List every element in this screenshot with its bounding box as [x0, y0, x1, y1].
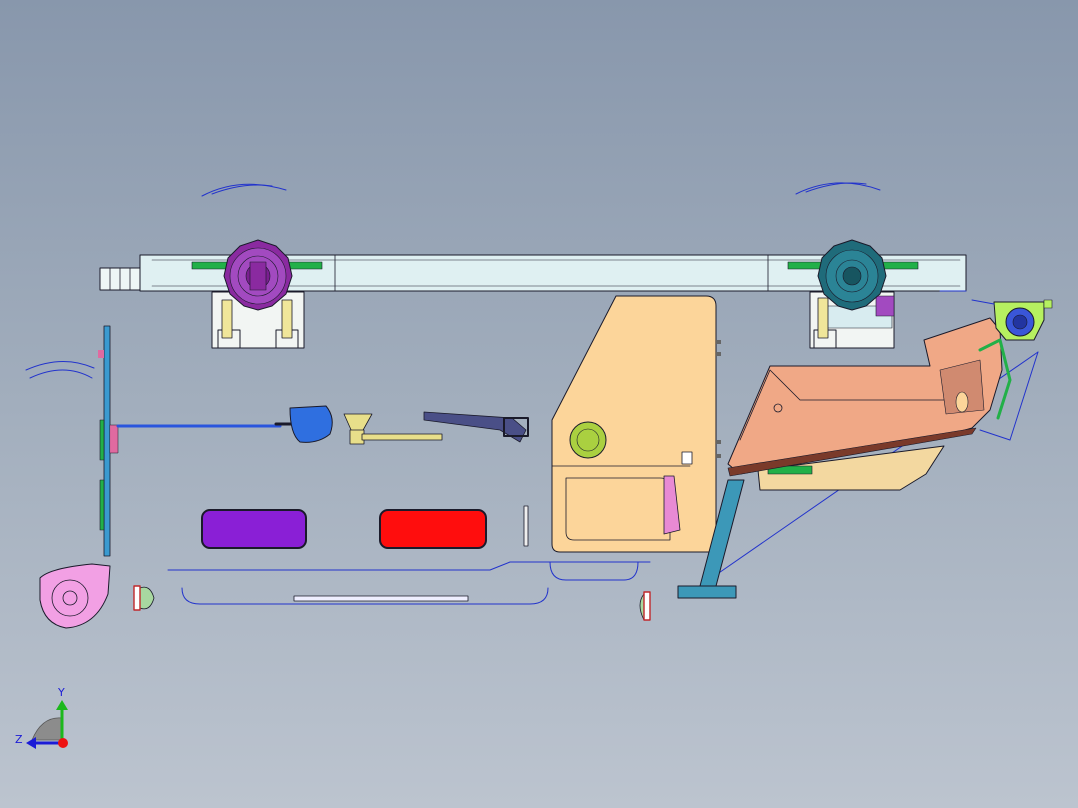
hose-reel-icon[interactable]	[39, 563, 111, 629]
coordinate-triad	[26, 700, 68, 749]
equipment-cabinet[interactable]	[551, 295, 721, 553]
sketch-curves-top	[25, 182, 881, 379]
warning-light-icon[interactable]	[379, 509, 487, 549]
left-drive-motor[interactable]	[191, 239, 323, 349]
triad-y-label: Y	[58, 686, 65, 699]
cable-reel-bracket[interactable]	[971, 299, 1053, 341]
cab-lamp-icon[interactable]	[639, 591, 651, 621]
support-stand[interactable]	[677, 479, 745, 599]
cab-lamp-icon[interactable]	[133, 585, 155, 611]
fire-axe-icon[interactable]	[343, 413, 443, 445]
rear-lower-tray[interactable]	[727, 427, 977, 491]
triad-z-label: Z	[15, 733, 23, 746]
lens-cover	[523, 505, 529, 547]
shovel-icon[interactable]	[274, 405, 333, 443]
hand-saw-icon[interactable]	[423, 411, 529, 443]
bottom-tray-strip	[293, 595, 469, 602]
side-panel-profile[interactable]	[98, 325, 119, 557]
right-drive-motor[interactable]	[787, 239, 919, 349]
warning-light-icon[interactable]	[201, 509, 307, 549]
